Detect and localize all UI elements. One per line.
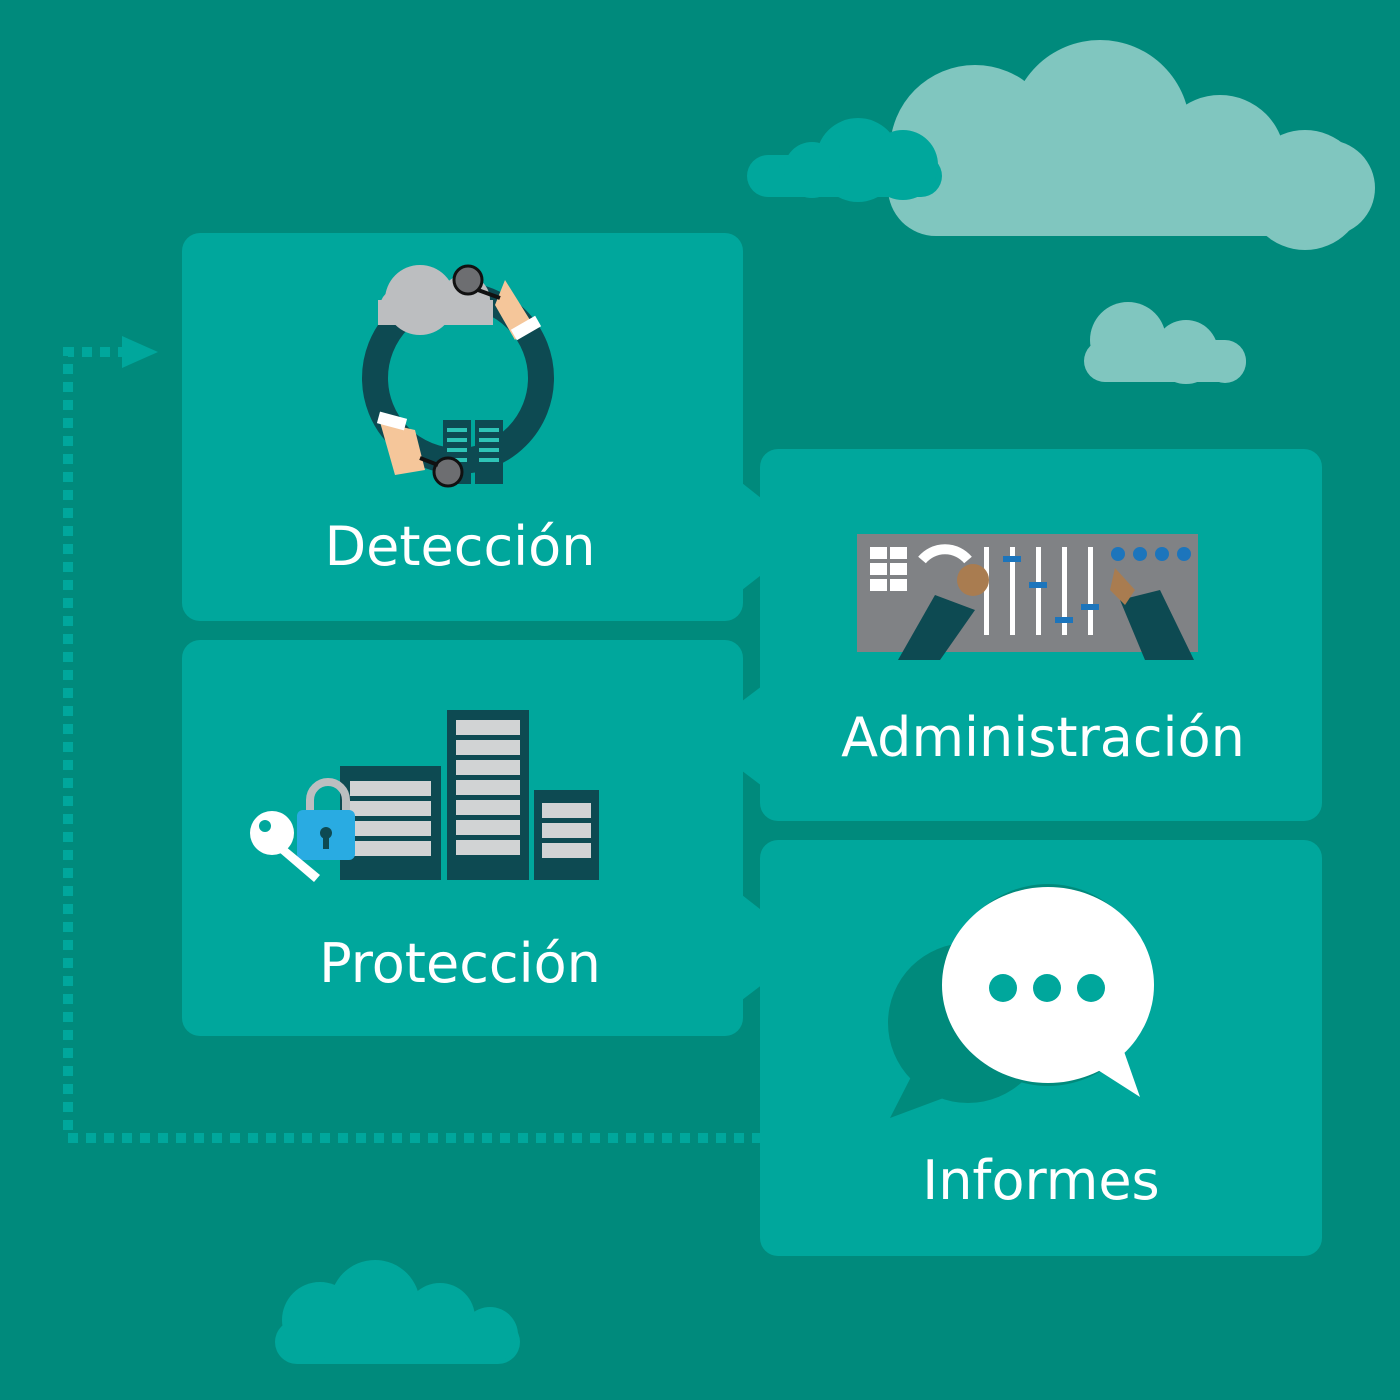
speech-bubbles-icon: [888, 884, 1154, 1118]
loop-arrow: [63, 336, 762, 1143]
detection-label: Detección: [325, 515, 596, 578]
servers-lock-key-icon: [250, 710, 599, 882]
cloud-large-icon: [888, 40, 1375, 250]
management-label: Administración: [841, 706, 1245, 769]
control-panel-sliders-icon: [857, 534, 1198, 660]
protection-label: Protección: [319, 932, 601, 995]
cloud-small-right-icon: [1084, 302, 1246, 384]
reports-label: Informes: [922, 1149, 1159, 1212]
cloud-small-left-icon: [747, 118, 942, 202]
cloud-magnifier-cycle-icon: [362, 264, 554, 488]
cloud-bottom-icon: [275, 1260, 520, 1364]
